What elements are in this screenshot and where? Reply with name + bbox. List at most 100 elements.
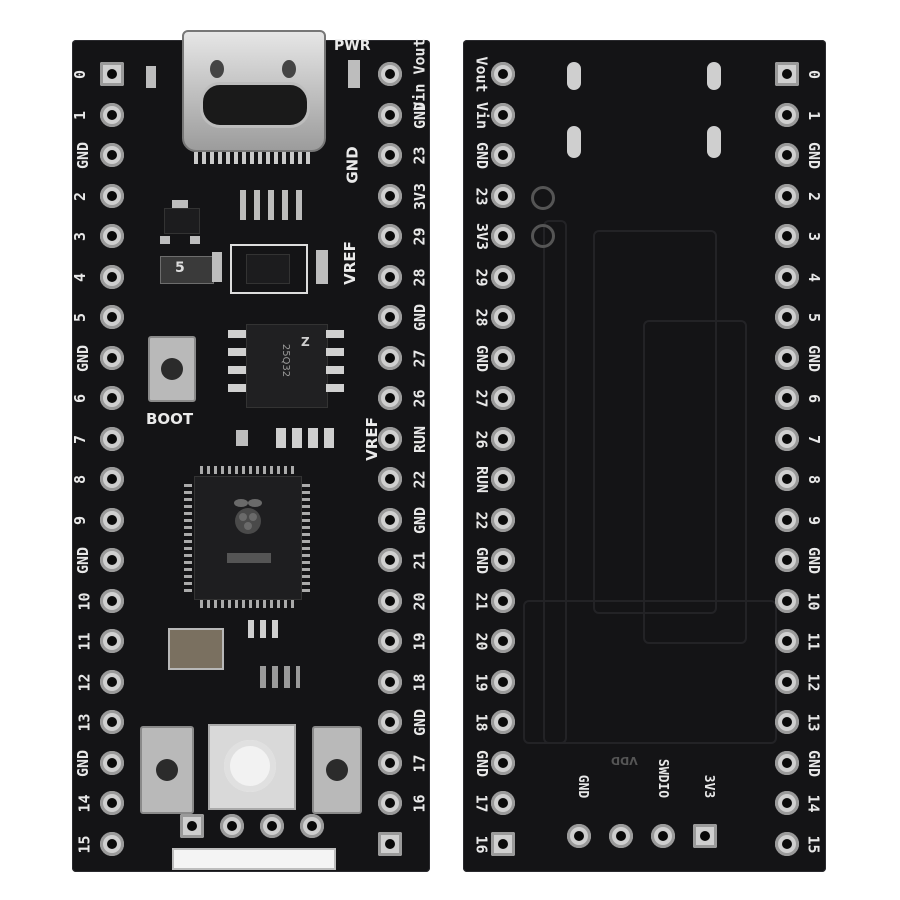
pin-label: 29: [472, 267, 491, 287]
pin-label: 5: [804, 312, 823, 323]
header-pin: [378, 710, 402, 734]
usb-c-connector: [182, 30, 326, 152]
reset-button-left[interactable]: [140, 726, 194, 814]
pin-label: 18: [410, 672, 429, 692]
pin-label: 1: [804, 110, 823, 120]
header-pin: [378, 548, 402, 572]
header-pin: [100, 143, 124, 167]
pin-label: 16: [472, 834, 491, 854]
header-pin: [775, 467, 799, 491]
header-pin: [775, 386, 799, 410]
header-pin: [491, 102, 515, 127]
inner-gnd-label: GND: [343, 146, 362, 184]
pin-label: 28: [472, 308, 491, 327]
header-pin: [378, 831, 402, 856]
header-pin: [378, 629, 402, 653]
pin-label: 0: [804, 69, 823, 80]
user-button-right[interactable]: [312, 726, 362, 814]
pin-label: 1: [71, 110, 90, 120]
pin-label: 22: [410, 470, 429, 489]
flash-pins-left: [228, 330, 246, 400]
bottom-edge-bar: [172, 848, 336, 870]
header-pin: [775, 102, 799, 127]
header-pin: [775, 62, 799, 86]
header-pin: [100, 507, 124, 532]
pin-label: GND: [410, 101, 429, 129]
boot-button[interactable]: [148, 336, 196, 402]
pin-label: 20: [472, 632, 491, 651]
header-pin: [775, 224, 799, 248]
header-pin: [491, 831, 515, 856]
pin-label: 27: [410, 348, 429, 368]
pin-label: 3V3: [410, 182, 429, 210]
pin-label: 19: [472, 672, 491, 692]
pin-label: 8: [804, 474, 823, 485]
pin-label: GND: [410, 506, 429, 534]
header-pin: [567, 824, 591, 848]
pin-label: GND: [472, 141, 491, 170]
pin-label: 27: [472, 389, 491, 408]
pin-label: GND: [74, 141, 93, 170]
flash-chip: Z 25Q32: [246, 324, 328, 408]
pin-label: 12: [804, 672, 823, 692]
pin-label: 3: [71, 231, 90, 242]
header-pin: [100, 224, 124, 248]
header-pin: [775, 548, 799, 572]
raspberry-logo-icon: [231, 497, 265, 537]
header-pin: [491, 629, 515, 653]
header-pin: [491, 305, 515, 329]
header-pin: [491, 426, 515, 451]
inner-vref2-label: VREF: [362, 417, 381, 461]
boot-label: BOOT: [146, 410, 194, 428]
header-pin: [491, 750, 515, 775]
header-pin: [378, 224, 402, 248]
pin-label: 21: [472, 591, 491, 611]
header-pin: [100, 669, 124, 694]
power-ic-box: [230, 244, 308, 294]
pin-label: 12: [75, 672, 94, 692]
pin-label: 13: [804, 713, 823, 732]
pwr-led: [348, 60, 360, 88]
header-pin: [378, 264, 402, 289]
pin-label: 7: [71, 434, 90, 444]
pwr-label: PWR: [334, 38, 371, 54]
rp2040-mcu: [194, 476, 302, 600]
back-trace-3: [643, 320, 747, 644]
debug-pin-label: SWDIO: [655, 758, 671, 799]
power-ic: [246, 254, 290, 284]
header-pin: [775, 791, 799, 815]
pin-label: 23: [410, 146, 429, 165]
back-pad-oval-2: [707, 62, 721, 90]
header-pin: [775, 345, 799, 370]
pin-label: 9: [71, 515, 90, 525]
pin-label: 0: [71, 69, 90, 80]
header-pin: [491, 588, 515, 613]
header-pin: [378, 345, 402, 370]
cap-right: [316, 250, 328, 284]
pin-label: 21: [410, 551, 429, 570]
pin-label: Vout: [472, 56, 491, 93]
regulator-pad: [172, 200, 188, 208]
header-pin: [100, 831, 124, 856]
pin-label: 15: [804, 834, 823, 854]
pin-label: GND: [410, 708, 429, 737]
resistor-row: [276, 428, 340, 448]
vdd-label: VDD: [611, 754, 638, 767]
pin-label: 10: [804, 591, 823, 611]
header-pin: [491, 143, 515, 167]
usb-c-pins: [194, 152, 312, 164]
header-pin: [378, 62, 402, 86]
header-pin: [100, 629, 124, 653]
pin-label: 7: [804, 434, 823, 444]
capacitor-5: 5: [160, 256, 214, 284]
pin-label: 2: [804, 191, 823, 201]
mcu-pins-right: [302, 484, 310, 592]
pin-label: 29: [410, 227, 429, 246]
pin-label: 17: [410, 753, 429, 773]
pin-label: 11: [804, 632, 823, 651]
pin-label: 9: [804, 515, 823, 525]
pin-label: 17: [472, 794, 491, 813]
header-pin: [775, 143, 799, 167]
header-pin: [775, 629, 799, 653]
pin-label: 5: [71, 312, 90, 323]
